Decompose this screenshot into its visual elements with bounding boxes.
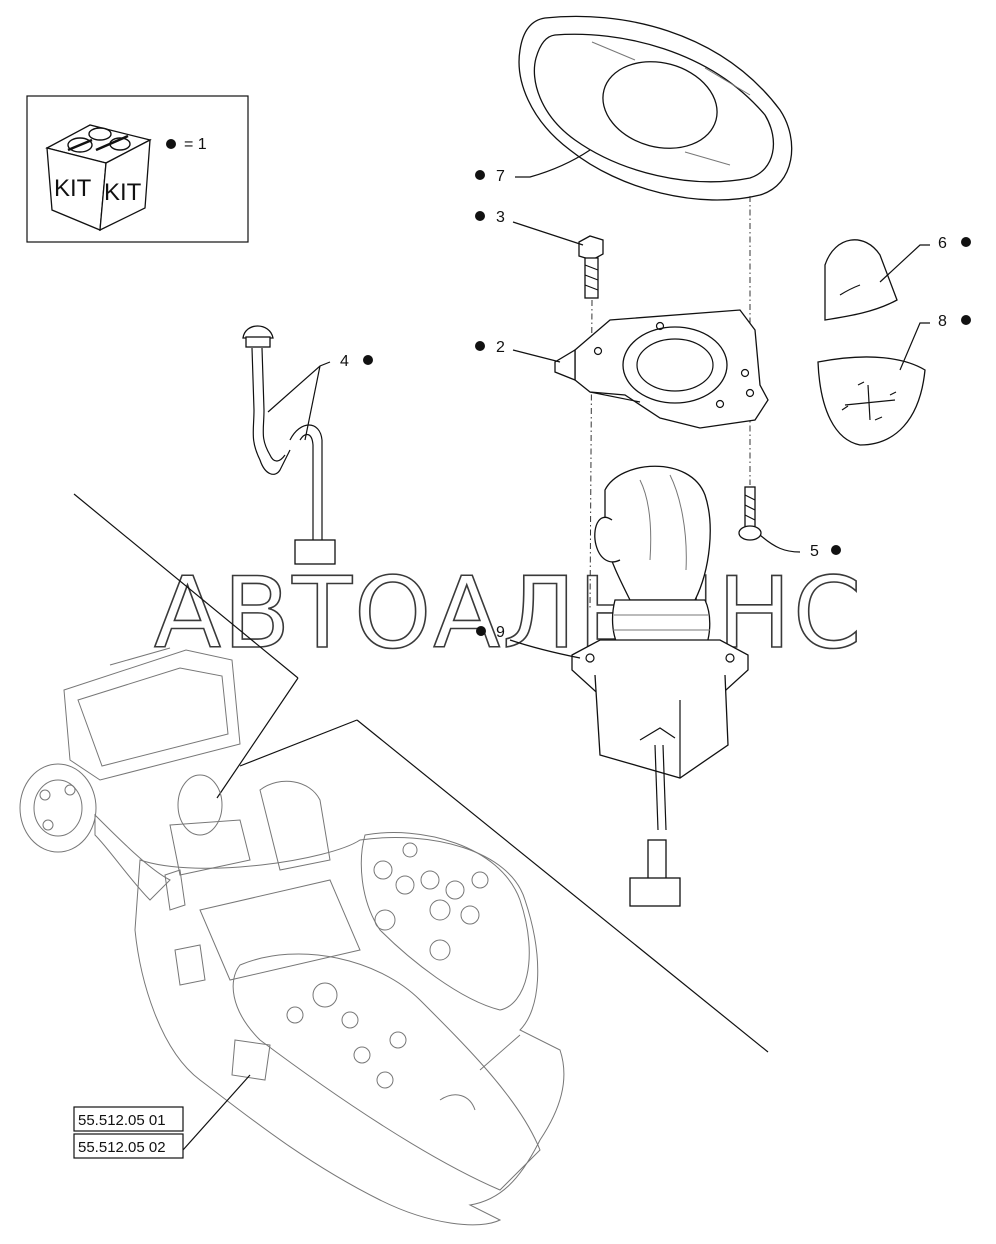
kit-legend: KIT KIT = 1	[26, 95, 249, 243]
bullet-icon	[363, 355, 373, 365]
svg-text:7: 7	[496, 168, 505, 185]
part-5-screw	[738, 486, 762, 541]
bullet-icon	[961, 315, 971, 325]
assembly-line	[589, 299, 593, 611]
reference-boxes: 55.512.05 01 55.512.05 02	[73, 1106, 184, 1159]
callout-9: 9	[476, 624, 581, 659]
kit-box-icon: KIT KIT	[45, 124, 152, 232]
part-4-harness	[242, 325, 336, 565]
callout-6: 6	[879, 235, 971, 283]
part-6-cap	[824, 239, 898, 321]
svg-text:3: 3	[496, 209, 505, 226]
part-7-boot-cover	[518, 15, 793, 201]
reference-text-2: 55.512.05 02	[78, 1139, 166, 1156]
callout-2: 2	[475, 339, 561, 363]
svg-text:9: 9	[496, 624, 505, 641]
reference-box-2	[73, 1133, 184, 1159]
callout-4: 4	[267, 353, 373, 441]
kit-legend-text: = 1	[184, 136, 207, 153]
callout-8: 8	[899, 313, 971, 371]
bullet-icon	[476, 626, 486, 636]
reference-text-1: 55.512.05 01	[78, 1112, 166, 1129]
part-2-bracket-plate	[554, 309, 769, 429]
kit-label-left: KIT	[54, 175, 92, 202]
kit-label-right: KIT	[104, 179, 142, 206]
cab-console-illustration	[19, 493, 769, 1226]
svg-text:5: 5	[810, 543, 819, 560]
bullet-icon	[475, 341, 485, 351]
bullet-icon	[475, 211, 485, 221]
svg-text:4: 4	[340, 353, 349, 370]
svg-text:2: 2	[496, 339, 505, 356]
bullet-icon	[961, 237, 971, 247]
part-9-joystick	[571, 465, 749, 907]
callout-3: 3	[475, 209, 584, 246]
callout-5: 5	[759, 534, 841, 560]
svg-text:8: 8	[938, 313, 947, 330]
callout-7: 7	[475, 149, 591, 185]
reference-box-1	[73, 1106, 184, 1132]
bullet-icon	[475, 170, 485, 180]
part-3-bolt	[578, 235, 604, 299]
svg-text:6: 6	[938, 235, 947, 252]
bullet-icon	[166, 139, 176, 149]
bullet-icon	[831, 545, 841, 555]
watermark: АВТОАЛЬЯНС	[154, 557, 863, 671]
part-8-decal	[817, 356, 926, 446]
